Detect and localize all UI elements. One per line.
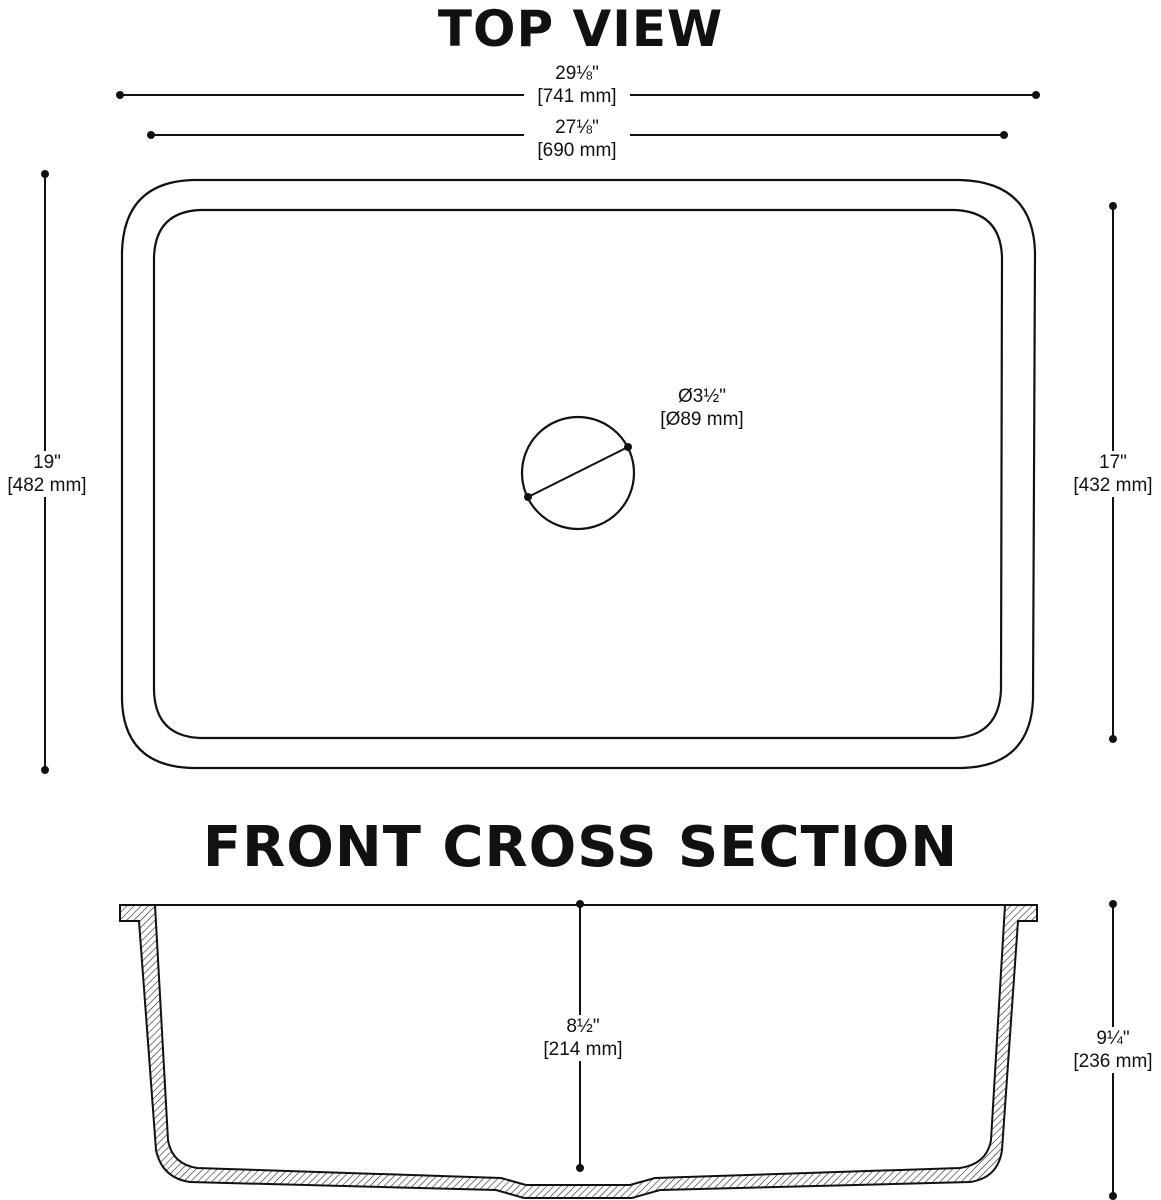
inner-width-imperial: 17" — [1099, 452, 1127, 473]
front-cross-section-title: FRONT CROSS SECTION — [202, 815, 959, 880]
outer-width-label: 19" [482 mm] — [0, 451, 94, 497]
outer-length-metric: [741 mm] — [537, 86, 617, 107]
cross-section-sink-wall — [119, 904, 1038, 1199]
outer-width-metric: [482 mm] — [7, 475, 87, 496]
outer-depth-label: 9¼" [236 mm] — [1066, 1027, 1160, 1073]
top-view-title: TOP VIEW — [437, 0, 724, 58]
outer-length-imperial: 29⅛" — [555, 63, 599, 84]
inner-length-metric: [690 mm] — [537, 140, 617, 161]
inner-width-label: 17" [432 mm] — [1066, 451, 1160, 497]
sink-outer-rim-outline — [120, 178, 1037, 770]
inner-depth-label: 8½" [214 mm] — [530, 1015, 636, 1061]
drain-diameter-imperial: Ø3½" — [678, 386, 726, 407]
drain-diameter-label: Ø3½" [Ø89 mm] — [647, 385, 757, 431]
outer-depth-imperial: 9¼" — [1096, 1028, 1130, 1049]
inner-depth-metric: [214 mm] — [543, 1039, 623, 1060]
sink-inner-basin-outline — [152, 208, 1004, 740]
drain-circle — [520, 415, 636, 531]
inner-length-imperial: 27⅛" — [555, 117, 599, 138]
drain-diameter-metric: [Ø89 mm] — [660, 409, 744, 430]
inner-depth-imperial: 8½" — [566, 1016, 600, 1037]
inner-width-metric: [432 mm] — [1073, 475, 1153, 496]
outer-width-imperial: 19" — [33, 452, 61, 473]
outer-depth-metric: [236 mm] — [1073, 1051, 1153, 1072]
inner-length-label: 27⅛" [690 mm] — [524, 116, 630, 162]
outer-length-label: 29⅛" [741 mm] — [524, 62, 630, 108]
